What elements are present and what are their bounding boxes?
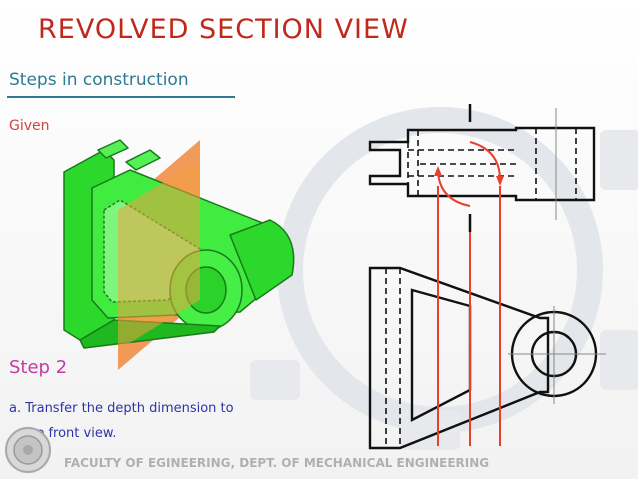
subtitle-underline [7,96,235,98]
front-view-outline [368,266,550,450]
cutting-plane-front [118,160,200,350]
revolved-arc [469,141,501,181]
part-top-block-left [97,139,129,159]
part-base [79,319,221,349]
arc-arrow-2 [434,166,442,176]
part-boss-side [229,219,295,301]
given-label: Given [9,118,50,134]
instruction-line-1: a. Transfer the depth dimension to [9,401,234,416]
front-view-web [410,288,472,422]
footer-text: FACULTY OF EGINEERING, DEPT. OF MECHANIC… [64,456,490,470]
slide-title: REVOLVED SECTION VIEW [38,14,409,45]
slide-subtitle: Steps in construction [9,70,189,90]
top-view-outline [368,126,596,202]
part-top-block-right [125,149,161,171]
arc-arrow-1 [496,176,504,186]
step-label: Step 2 [9,357,68,378]
university-seal-icon [5,427,51,473]
revolved-arc-2 [437,171,471,207]
